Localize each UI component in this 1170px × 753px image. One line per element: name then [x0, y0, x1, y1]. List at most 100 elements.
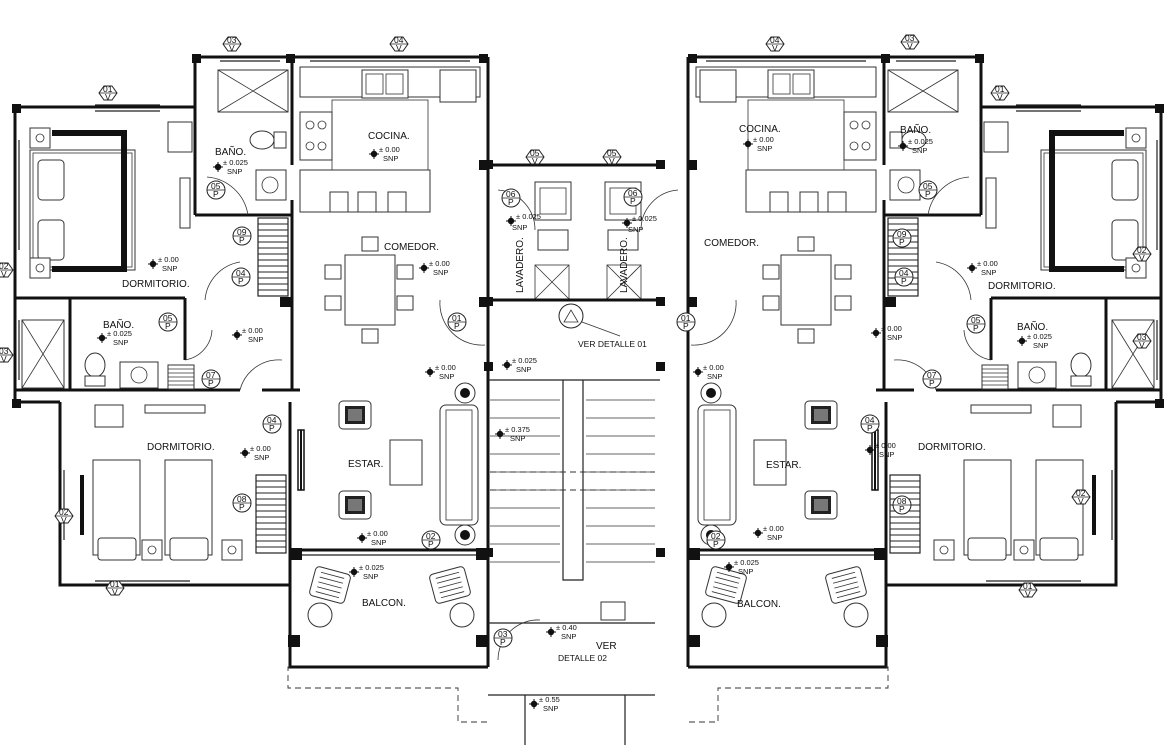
- svg-text:P: P: [973, 323, 979, 333]
- svg-text:V: V: [61, 515, 67, 525]
- svg-text:01: 01: [995, 84, 1005, 94]
- detail-callouts: VER DETALLE 01 VER DETALLE 02: [558, 339, 647, 663]
- svg-text:01: 01: [1023, 581, 1033, 591]
- svg-text:07: 07: [206, 370, 216, 380]
- svg-text:03: 03: [498, 629, 508, 639]
- svg-text:SNP: SNP: [981, 268, 996, 277]
- door-tag: 04P: [231, 267, 251, 287]
- svg-text:± 0.00: ± 0.00: [367, 529, 388, 538]
- svg-text:SNP: SNP: [516, 365, 531, 374]
- label-bano-2-right: BAÑO.: [1017, 320, 1048, 333]
- window-tag: 02V: [1071, 488, 1091, 506]
- window-tag: 01V: [98, 84, 118, 102]
- svg-text:01: 01: [103, 84, 113, 94]
- svg-text:SNP: SNP: [767, 533, 782, 542]
- svg-text:± 0.00: ± 0.00: [977, 259, 998, 268]
- svg-text:SNP: SNP: [707, 372, 722, 381]
- window-tag: 04V: [389, 35, 409, 53]
- svg-text:V: V: [1078, 496, 1084, 506]
- svg-text:04: 04: [770, 35, 780, 45]
- svg-text:05: 05: [607, 148, 617, 158]
- window-tag: 05V: [525, 148, 545, 166]
- door-tag: 01P: [676, 312, 696, 332]
- door-tag: 03P: [493, 628, 513, 648]
- svg-text:± 0.025: ± 0.025: [512, 356, 537, 365]
- svg-text:P: P: [165, 321, 171, 331]
- svg-text:± 0.025: ± 0.025: [516, 212, 541, 221]
- svg-text:V: V: [1, 354, 7, 364]
- svg-text:02: 02: [0, 261, 9, 271]
- label-dormitorio-master-left: DORMITORIO.: [122, 279, 190, 290]
- callout-detalle-02: DETALLE 02: [558, 653, 607, 663]
- svg-text:SNP: SNP: [254, 453, 269, 462]
- svg-text:P: P: [899, 237, 905, 247]
- svg-text:SNP: SNP: [439, 372, 454, 381]
- door-tag: 06P: [501, 188, 521, 208]
- svg-text:± 0.00: ± 0.00: [763, 524, 784, 533]
- svg-text:02: 02: [711, 531, 721, 541]
- svg-text:SNP: SNP: [912, 146, 927, 155]
- label-dormitorio-master-right: DORMITORIO.: [988, 281, 1056, 292]
- svg-text:01: 01: [110, 579, 120, 589]
- svg-text:SNP: SNP: [433, 268, 448, 277]
- svg-text:± 0.025: ± 0.025: [359, 563, 384, 572]
- svg-text:SNP: SNP: [879, 450, 894, 459]
- label-dormitorio-right: DORMITORIO.: [918, 442, 986, 453]
- svg-text:02: 02: [426, 531, 436, 541]
- door-tag: 09P: [892, 228, 912, 248]
- svg-text:SNP: SNP: [628, 225, 643, 234]
- door-tag: 04P: [894, 267, 914, 287]
- svg-text:P: P: [428, 539, 434, 549]
- window-tag: 04V: [765, 35, 785, 53]
- label-bano-1-left: BAÑO.: [215, 145, 246, 158]
- window-tag: 02V: [1132, 245, 1152, 263]
- svg-text:SNP: SNP: [383, 154, 398, 163]
- svg-text:± 0.025: ± 0.025: [223, 158, 248, 167]
- svg-text:P: P: [454, 321, 460, 331]
- svg-text:P: P: [508, 197, 514, 207]
- label-comedor-right: COMEDOR.: [704, 238, 759, 249]
- svg-text:V: V: [1025, 589, 1031, 599]
- svg-text:P: P: [239, 502, 245, 512]
- svg-text:± 0.00: ± 0.00: [379, 145, 400, 154]
- svg-text:SNP: SNP: [371, 538, 386, 547]
- svg-text:± 0.00: ± 0.00: [703, 363, 724, 372]
- label-bano-1-right: BAÑO.: [900, 123, 931, 136]
- svg-text:P: P: [238, 276, 244, 286]
- door-tag: 05P: [158, 312, 178, 332]
- window-tag: 01V: [990, 84, 1010, 102]
- window-tag: 01V: [1018, 581, 1038, 599]
- svg-text:V: V: [112, 587, 118, 597]
- svg-text:02: 02: [1137, 245, 1147, 255]
- svg-text:SNP: SNP: [113, 338, 128, 347]
- door-tag: 02P: [706, 530, 726, 550]
- svg-text:P: P: [899, 504, 905, 514]
- door-tags: 05P 09P 04P 05P 07P 04P 08P 01P 06P 06P …: [158, 180, 986, 648]
- svg-text:SNP: SNP: [1033, 341, 1048, 350]
- door-tag: 05P: [206, 180, 226, 200]
- door-tag: 02P: [421, 530, 441, 550]
- svg-text:P: P: [208, 378, 214, 388]
- svg-text:04: 04: [267, 415, 277, 425]
- svg-text:05: 05: [923, 181, 933, 191]
- label-balcon-left: BALCON.: [362, 598, 406, 609]
- svg-text:09: 09: [897, 229, 907, 239]
- svg-text:05: 05: [163, 313, 173, 323]
- svg-text:V: V: [1, 269, 7, 279]
